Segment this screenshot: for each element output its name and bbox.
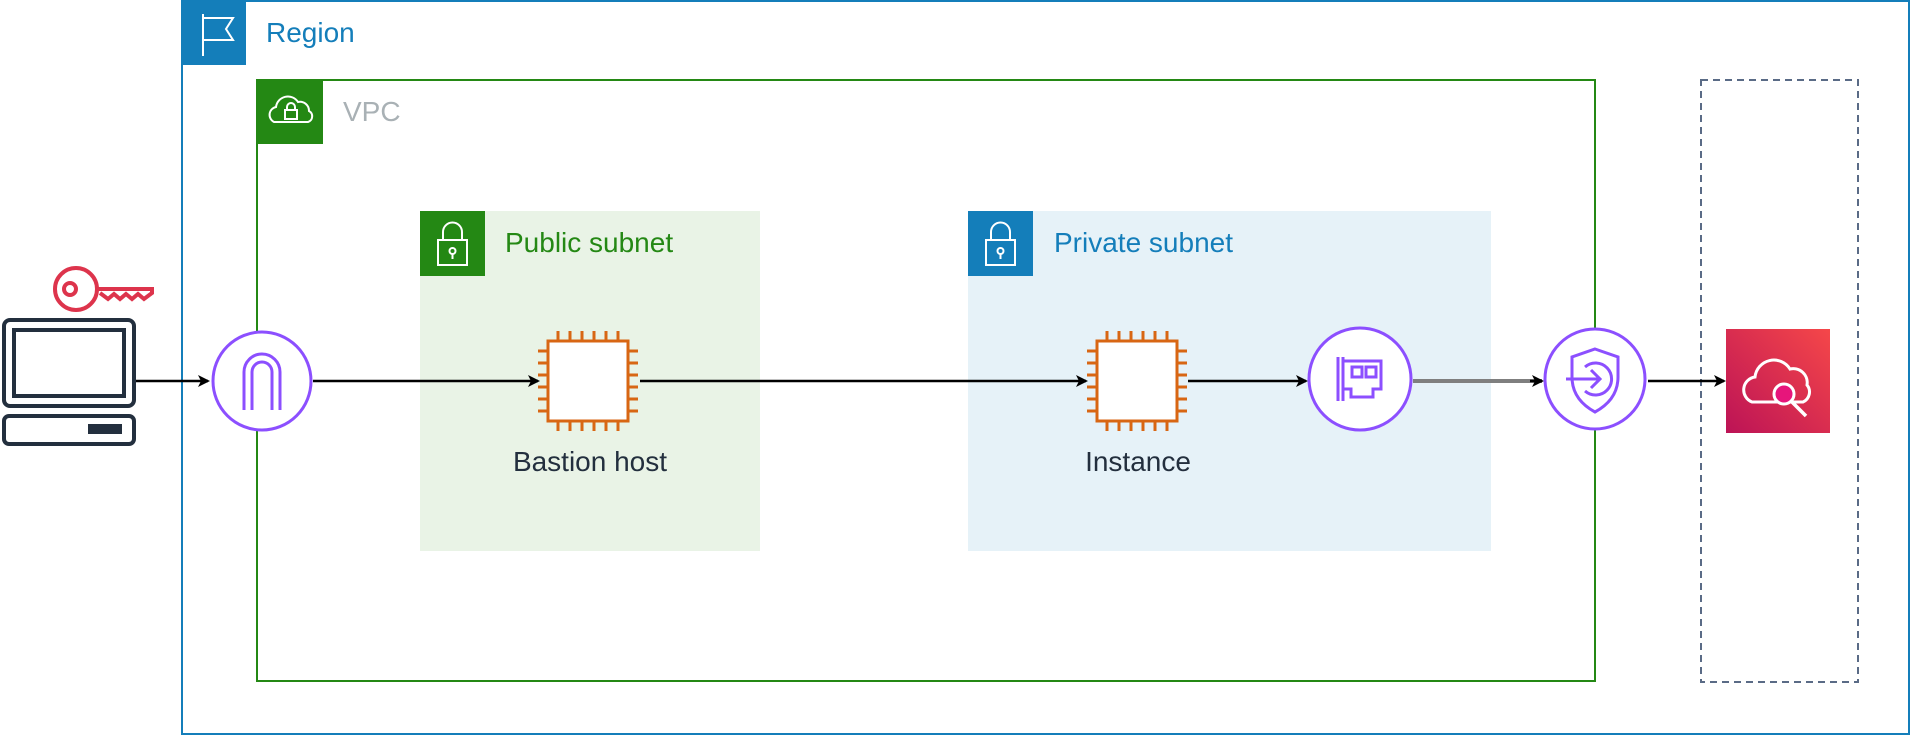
cloud-lock-icon bbox=[257, 80, 323, 144]
instance-label: Instance bbox=[1085, 446, 1191, 477]
public-subnet-label: Public subnet bbox=[505, 227, 673, 258]
chip-pins bbox=[538, 331, 638, 431]
ec2-instance-icon[interactable] bbox=[538, 331, 638, 431]
internet-gateway-icon[interactable] bbox=[211, 330, 313, 432]
cloudwatch-logs-icon[interactable] bbox=[1726, 329, 1830, 433]
network-interface-icon[interactable] bbox=[1307, 326, 1413, 432]
vpc-label: VPC bbox=[343, 96, 401, 127]
vpc-endpoint-icon[interactable] bbox=[1543, 327, 1647, 431]
ec2-instance-icon[interactable] bbox=[1087, 331, 1187, 431]
flag-icon bbox=[182, 1, 246, 65]
private-subnet-label: Private subnet bbox=[1054, 227, 1233, 258]
bastion-label: Bastion host bbox=[513, 446, 667, 477]
region-label: Region bbox=[266, 17, 355, 48]
padlock-icon bbox=[420, 211, 485, 276]
laptop-icon[interactable] bbox=[2, 318, 136, 446]
region-group: Region bbox=[181, 0, 1910, 735]
chip-pins bbox=[1087, 331, 1187, 431]
key-icon bbox=[53, 266, 154, 312]
padlock-icon bbox=[968, 211, 1033, 276]
